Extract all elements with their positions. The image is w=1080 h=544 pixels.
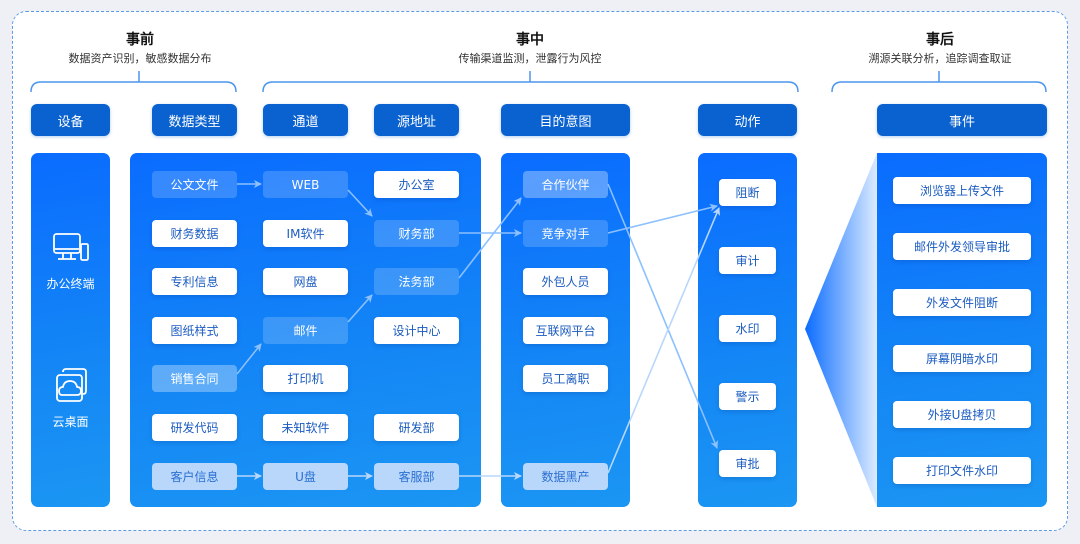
header-data-type: 数据类型 — [152, 104, 237, 136]
device-cloud-desktop[interactable]: 云桌面 — [31, 367, 110, 430]
device-office-terminal[interactable]: 办公终端 — [31, 231, 110, 292]
source-item[interactable]: 研发部 — [374, 414, 459, 441]
channel-item[interactable]: IM软件 — [263, 220, 348, 247]
event-item[interactable]: 浏览器上传文件 — [893, 177, 1031, 204]
source-item[interactable]: 办公室 — [374, 171, 459, 198]
desktop-monitor-icon — [52, 233, 89, 261]
header-device: 设备 — [31, 104, 110, 136]
intent-item[interactable]: 数据黑产 — [523, 463, 608, 490]
data-type-item[interactable]: 财务数据 — [152, 220, 237, 247]
data-type-item[interactable]: 客户信息 — [152, 463, 237, 490]
action-item[interactable]: 审计 — [719, 247, 776, 274]
data-type-item[interactable]: 销售合同 — [152, 365, 237, 392]
phase-before: 事前 数据资产识别，敏感数据分布 — [40, 31, 240, 67]
intent-item[interactable]: 合作伙伴 — [523, 171, 608, 198]
device-label: 云桌面 — [52, 415, 89, 429]
event-panel — [877, 153, 1047, 507]
phase-subtitle: 数据资产识别，敏感数据分布 — [68, 52, 212, 65]
phase-after: 事后 溯源关联分析，追踪调查取证 — [830, 31, 1050, 67]
data-type-item[interactable]: 专利信息 — [152, 268, 237, 295]
channel-item[interactable]: WEB — [263, 171, 348, 198]
device-panel: 办公终端 云桌面 — [31, 153, 110, 507]
intent-item[interactable]: 员工离职 — [523, 365, 608, 392]
phase-subtitle: 传输渠道监测，泄露行为风控 — [458, 52, 602, 65]
cloud-desktop-icon — [55, 368, 87, 402]
phase-during: 事中 传输渠道监测，泄露行为风控 — [400, 31, 660, 67]
event-item[interactable]: 外发文件阻断 — [893, 289, 1031, 316]
intent-item[interactable]: 互联网平台 — [523, 317, 608, 344]
data-type-item[interactable]: 图纸样式 — [152, 317, 237, 344]
channel-item[interactable]: 网盘 — [263, 268, 348, 295]
header-intent: 目的意图 — [501, 104, 630, 136]
channel-item[interactable]: 未知软件 — [263, 414, 348, 441]
action-item[interactable]: 阻断 — [719, 179, 776, 206]
header-channel: 通道 — [263, 104, 348, 136]
device-label: 办公终端 — [46, 277, 95, 291]
intent-item[interactable]: 外包人员 — [523, 268, 608, 295]
channel-item[interactable]: 邮件 — [263, 317, 348, 344]
phase-subtitle: 溯源关联分析，追踪调查取证 — [868, 52, 1012, 65]
source-item[interactable]: 设计中心 — [374, 317, 459, 344]
channel-item[interactable]: 打印机 — [263, 365, 348, 392]
funnel-connector — [805, 153, 877, 507]
source-item[interactable]: 法务部 — [374, 268, 459, 295]
event-item[interactable]: 屏幕阴暗水印 — [893, 345, 1031, 372]
channel-item[interactable]: U盘 — [263, 463, 348, 490]
action-item[interactable]: 审批 — [719, 450, 776, 477]
event-item[interactable]: 打印文件水印 — [893, 457, 1031, 484]
source-item[interactable]: 财务部 — [374, 220, 459, 247]
phase-title: 事后 — [926, 32, 954, 48]
action-item[interactable]: 水印 — [719, 315, 776, 342]
phase-title: 事前 — [126, 32, 154, 48]
source-item[interactable]: 客服部 — [374, 463, 459, 490]
event-item[interactable]: 外接U盘拷贝 — [893, 401, 1031, 428]
data-type-item[interactable]: 研发代码 — [152, 414, 237, 441]
data-type-item[interactable]: 公文文件 — [152, 171, 237, 198]
intent-item[interactable]: 竞争对手 — [523, 220, 608, 247]
phase-title: 事中 — [516, 32, 544, 48]
header-action: 动作 — [698, 104, 797, 136]
header-event: 事件 — [877, 104, 1047, 136]
action-item[interactable]: 警示 — [719, 383, 776, 410]
event-item[interactable]: 邮件外发领导审批 — [893, 233, 1031, 260]
header-source: 源地址 — [374, 104, 459, 136]
